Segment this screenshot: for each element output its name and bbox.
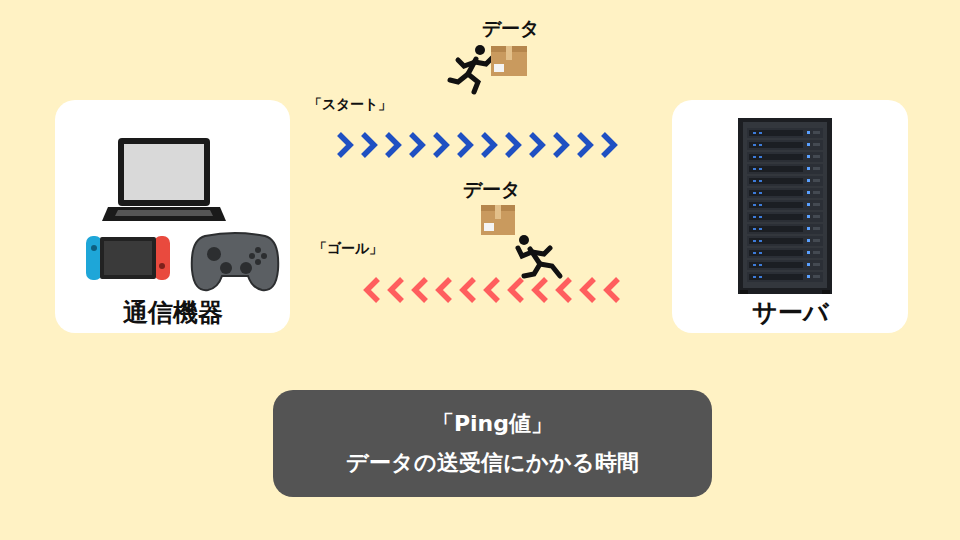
- parcel-icon: [481, 205, 515, 235]
- controller-icon: [192, 233, 278, 290]
- node-text: サーバ: [752, 296, 829, 329]
- server-icon: [738, 118, 832, 294]
- goal-label: 「ゴール」: [313, 240, 383, 258]
- definition-box: 「Ping値」データの送受信にかかる時間: [273, 390, 712, 497]
- laptop-icon: [102, 138, 226, 221]
- node-text: 通信機器: [123, 296, 223, 329]
- node-text: データの送受信にかかる時間: [346, 444, 639, 483]
- data-label: データ: [463, 177, 520, 203]
- data-label: データ: [482, 16, 539, 42]
- send-arrow: [290, 145, 672, 146]
- runner-figure: [450, 45, 492, 92]
- start-label: 「スタート」: [308, 96, 392, 114]
- console-icon: [86, 236, 170, 280]
- device-box: 通信機器: [55, 100, 290, 333]
- server-box: サーバ: [672, 100, 908, 333]
- parcel-icon: [491, 46, 527, 76]
- node-text: 「Ping値」: [432, 405, 553, 444]
- runner-figure: [518, 235, 560, 276]
- return-arrow: [290, 290, 672, 291]
